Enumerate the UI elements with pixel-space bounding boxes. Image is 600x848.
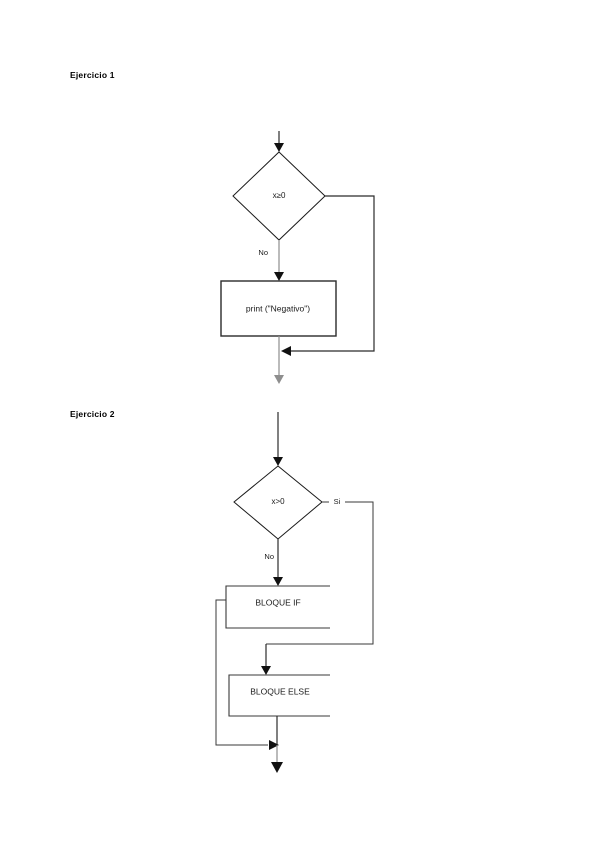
merge-arrowhead-1	[281, 346, 291, 356]
si-to-else-arrowhead	[261, 666, 271, 675]
process-label-1: print ("Negativo")	[246, 303, 310, 313]
bloque-else-box	[228, 674, 330, 717]
bloque-if-box	[225, 585, 330, 629]
exit-arrowhead-2	[271, 762, 283, 773]
if-return-connector	[215, 599, 268, 746]
no-branch-arrowhead-1	[274, 272, 284, 281]
yes-branch-connector-1	[290, 195, 375, 352]
bloque-if-label: BLOQUE IF	[255, 597, 300, 607]
no-branch-arrowhead-2	[273, 577, 283, 586]
no-branch-label-1: No	[258, 248, 268, 257]
section-title-ejercicio-2: Ejercicio 2	[70, 409, 115, 419]
merge-arrowhead-2	[269, 740, 279, 750]
bloque-else-label: BLOQUE ELSE	[250, 686, 310, 696]
si-branch-label-2: Si	[334, 497, 341, 506]
process-box-1	[220, 280, 337, 337]
no-branch-label-2: No	[264, 552, 274, 561]
si-branch-connector-2	[266, 501, 374, 645]
exit-arrowhead-1	[274, 375, 284, 384]
decision-label-2: x>0	[271, 497, 285, 506]
section-title-ejercicio-1: Ejercicio 1	[70, 70, 115, 80]
entry-arrowhead-1	[274, 143, 284, 152]
entry-arrowhead-2	[273, 457, 283, 466]
decision-label-1: x≥0	[273, 191, 286, 200]
flowchart-ejercicio-1: x≥0 No print ("Negativo")	[220, 131, 375, 384]
flowchart-ejercicio-2: x>0 No Si BLOQUE IF BLOQUE ELSE	[215, 412, 374, 773]
